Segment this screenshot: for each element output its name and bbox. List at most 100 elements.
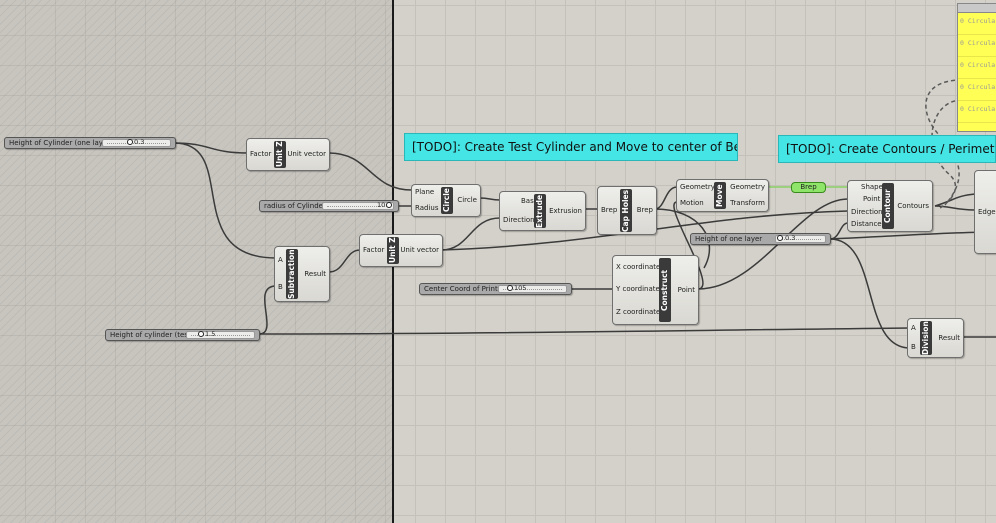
wire [328,249,361,273]
slider-radius-of-cylinder[interactable]: radius of Cylinder 10 [259,200,399,212]
input-port-b[interactable]: B [911,343,916,351]
group-contours[interactable]: [TODO]: Create Contours / Perimeters [778,135,996,163]
slider-knob[interactable] [507,285,513,291]
output-port-brep[interactable]: Brep [636,206,653,214]
output-port-unit-vector[interactable]: Unit vector [400,246,439,254]
wire [829,231,996,240]
component-nickname: Division [920,321,932,355]
panel-row: 0 Circula [958,13,996,35]
wire [829,222,849,240]
output-port-geometry[interactable]: Geometry [730,183,765,192]
slider-track[interactable] [186,331,255,339]
input-port-a[interactable]: A [911,324,916,332]
input-port-point[interactable]: Point [863,195,881,204]
move-component[interactable]: Geometry Motion Move Geometry Transform [676,179,769,212]
wire [673,201,704,290]
wire [258,327,911,335]
slider-height-of-cylinder-one-layer[interactable]: Height of Cylinder (one layer) 0.3 [4,137,176,149]
output-port-result[interactable]: Result [938,333,960,342]
brep-parameter[interactable]: Brep [791,182,826,193]
cap-holes-component[interactable]: Brep Cap Holes Brep [597,186,657,235]
slider-track[interactable] [775,235,826,243]
component-nickname: Circle [441,187,453,214]
slider-label: Center Coord of Printer [424,285,505,293]
slider-label: Height of cylinder (test) [110,331,194,339]
input-port-geometry[interactable]: Geometry [680,183,715,192]
panel-row: 0 Circula [958,101,996,123]
wire [328,152,413,191]
panel-row: 0 Circula [958,57,996,79]
wire [829,238,911,349]
slider-value: 0.3 [134,138,145,146]
component-nickname: Move [714,182,726,209]
input-port-y-coordinate[interactable]: Y coordinate [616,285,660,294]
wire [931,99,963,209]
input-port-a[interactable]: A [278,256,283,264]
component-nickname: Extrude [534,194,546,228]
input-port-x-coordinate[interactable]: X coordinate [616,262,661,271]
slider-track[interactable] [102,139,171,147]
construct-point-component[interactable]: X coordinate Y coordinate Z coordinate C… [612,255,699,325]
slider-value: 0.3 [785,234,796,242]
panel-row: 0 Circula [958,35,996,57]
input-port-edges[interactable]: Edges [978,207,996,216]
division-component[interactable]: A B Division Result [907,318,964,358]
input-port-radius[interactable]: Radius [415,203,439,212]
slider-label: radius of Cylinder [264,202,326,210]
input-port-factor[interactable]: Factor [250,150,272,158]
input-port-plane[interactable]: Plane [415,188,435,197]
component-nickname: Unit Z [274,141,286,168]
input-port-direction[interactable]: Direction [851,207,883,216]
wire [654,208,711,269]
component-nickname: Unit Z [387,237,399,264]
slider-height-of-cylinder-test[interactable]: Height of cylinder (test) 1.5 [105,329,260,341]
unit-z-component[interactable]: Factor Unit Z Unit vector [359,234,443,267]
slider-knob[interactable] [777,235,783,241]
output-port-point[interactable]: Point [677,285,695,294]
slider-value: 10 [377,201,386,209]
subtraction-component[interactable]: A B Subtraction Result [274,246,330,302]
input-port-z-coordinate[interactable]: Z coordinate [616,308,661,317]
component-nickname: Construct Point [659,258,671,322]
input-port-distance[interactable]: Distance [851,220,882,229]
input-port-motion[interactable]: Motion [680,198,704,207]
output-port-result[interactable]: Result [304,269,326,278]
slider-label: Height of Cylinder (one layer) [9,139,113,147]
component-nickname: Contour [882,183,894,229]
input-port-brep[interactable]: Brep [601,206,618,214]
contour-component[interactable]: Shape Point Direction Distance Contour C… [847,180,933,232]
component-nickname: Subtraction [286,249,298,299]
slider-knob[interactable] [198,331,204,337]
slider-value: 105 [514,284,527,292]
output-panel[interactable]: 0 Circula 0 Circula 0 Circula 0 Circula … [957,3,996,132]
output-port-extrusion[interactable]: Extrusion [549,206,582,215]
output-port-circle[interactable]: Circle [457,196,477,204]
slider-track[interactable] [322,202,394,210]
input-port-shape[interactable]: Shape [861,182,883,191]
output-port-transform[interactable]: Transform [730,198,765,207]
unit-z-component[interactable]: Factor Unit Z Unit vector [246,138,330,171]
input-port-b[interactable]: B [278,283,283,291]
wire [440,217,501,251]
slider-knob[interactable] [127,139,133,145]
slider-center-coord-of-printer[interactable]: Center Coord of Printer 105 [419,283,572,295]
wire [173,142,277,259]
wire [479,197,501,201]
input-port-factor[interactable]: Factor [363,246,385,254]
slider-value: 1.5 [205,330,216,338]
slider-knob[interactable] [386,202,392,208]
output-port-unit-vector[interactable]: Unit vector [287,150,326,158]
input-port-base[interactable]: Base [521,197,539,205]
panel-header [958,4,996,13]
edges-component[interactable]: Edges [974,170,996,254]
slider-track[interactable] [498,285,567,293]
input-port-direction[interactable]: Direction [503,216,535,224]
group-test-cylinder[interactable]: [TODO]: Create Test Cylinder and Move to… [404,133,738,161]
output-port-contours[interactable]: Contours [897,201,929,210]
slider-label: Height of one layer [695,235,763,243]
slider-height-of-one-layer[interactable]: Height of one layer 0.3 [690,233,831,245]
circle-component[interactable]: Plane Radius Circle Circle [411,184,481,217]
extrude-component[interactable]: Base Direction Extrude Extrusion [499,191,586,231]
